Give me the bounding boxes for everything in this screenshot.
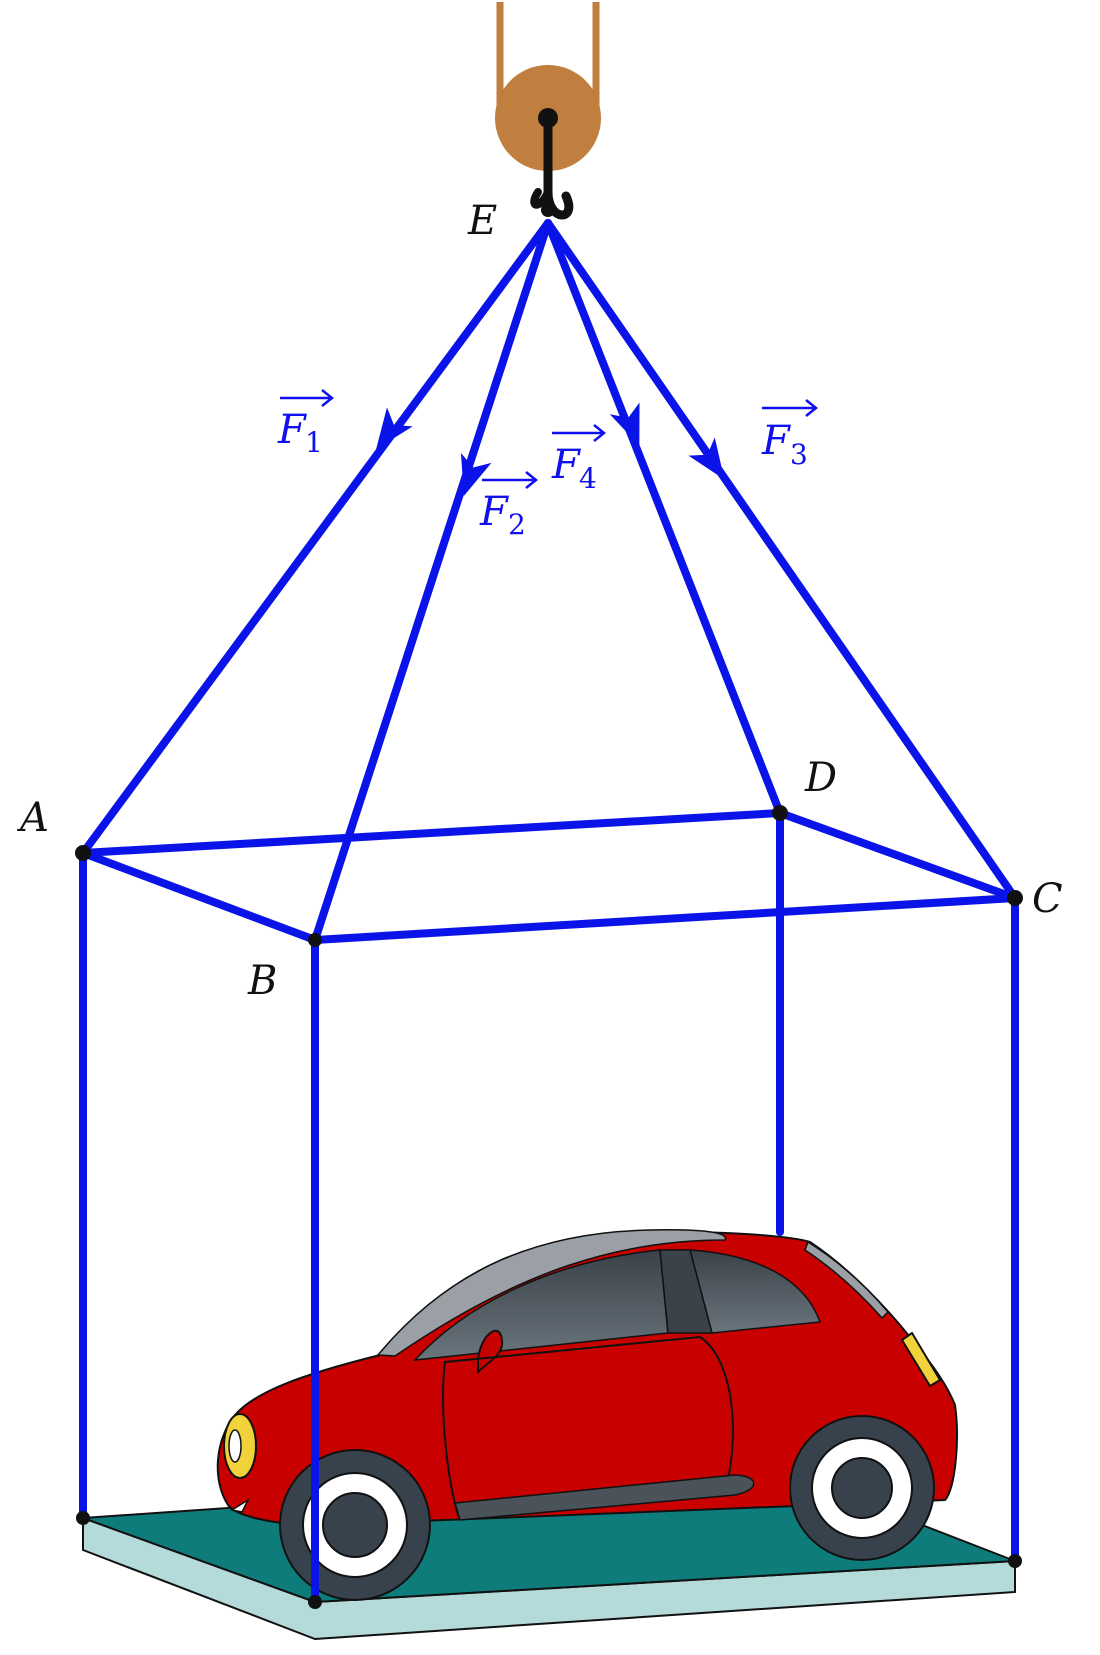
dot-c [1007,890,1023,906]
arrowhead-f1 [376,407,413,450]
label-e: E [467,198,497,244]
arrowhead-f3 [688,437,725,480]
arrowhead-f4 [609,402,640,446]
dot-b-bottom [308,1595,322,1609]
rope-eb [311,219,552,944]
rope-frame [79,219,1019,1606]
dot-c-bottom [1008,1554,1022,1568]
front-wheel [279,1449,431,1601]
label-a: A [16,795,49,841]
label-c: C [1032,876,1063,922]
f4-letter: F [551,442,581,488]
arrowhead-f2 [460,453,492,497]
force-labels: F 1 F 2 F 4 F 3 [277,389,819,541]
force-label-f2: F 2 [479,471,539,541]
f2-letter: F [479,489,509,535]
force-label-f4: F 4 [551,424,607,495]
dot-a [75,845,91,861]
hook-icon [530,108,574,220]
edge-ab [79,849,319,944]
edge-bc [311,894,1019,944]
f2-vector-arrow [482,471,539,489]
dot-e [541,203,555,217]
rear-wheel [789,1415,935,1561]
label-b: B [247,958,277,1004]
force-arrowheads [376,402,725,497]
car-icon [216,1229,958,1601]
f3-letter: F [761,418,791,464]
dot-d [772,805,788,821]
f1-letter: F [277,407,307,453]
label-d: D [804,755,837,801]
f1-index: 1 [305,426,323,459]
f4-index: 4 [579,462,597,495]
rope-ea [79,219,552,857]
point-labels: E A B C D [16,198,1063,1004]
rope-ec [544,219,1019,902]
edge-da [79,809,784,857]
force-label-f1: F 1 [277,389,335,459]
edge-cd [776,809,1019,902]
vertex-dots [75,203,1023,1609]
f1-vector-arrow [280,389,335,407]
force-label-f3: F 3 [761,399,819,471]
rope-ed [544,219,784,817]
dot-b [308,933,322,947]
dot-a-bottom [76,1511,90,1525]
f3-vector-arrow [762,399,819,417]
f2-index: 2 [508,508,526,541]
f3-index: 3 [790,438,808,471]
f4-vector-arrow [552,424,607,442]
